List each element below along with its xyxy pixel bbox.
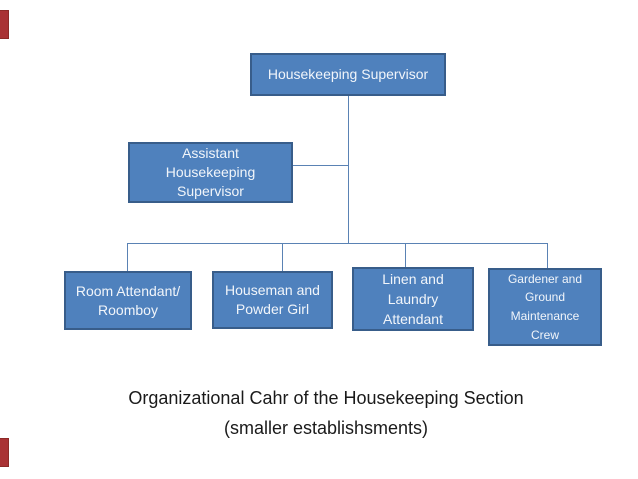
connector-assistant-branch bbox=[293, 165, 348, 166]
connector-drop-linen bbox=[405, 243, 406, 267]
red-edge-marker-top bbox=[0, 10, 9, 39]
chart-caption-line2: (smaller establishsments) bbox=[223, 418, 429, 438]
org-node-label: Room Attendant/ bbox=[75, 282, 181, 299]
chart-caption-line1: Organizational Cahr of the Housekeeping … bbox=[128, 388, 524, 408]
org-node-label: Ground bbox=[524, 290, 566, 305]
org-node-label: Roomboy bbox=[98, 301, 158, 318]
org-node-label: Maintenance bbox=[510, 309, 580, 323]
connector-distribution-bar bbox=[127, 243, 548, 244]
org-node-label: Supervisor bbox=[177, 182, 244, 199]
org-node-label: Assistant bbox=[182, 145, 239, 162]
red-edge-marker-bottom bbox=[0, 438, 9, 467]
connector-drop-houseman bbox=[282, 243, 283, 271]
org-node-label: Linen and bbox=[382, 270, 444, 287]
org-node-label: Laundry bbox=[387, 290, 439, 307]
org-node-room-attendant-roomboy: Room Attendant/ Roomboy bbox=[64, 271, 192, 330]
org-node-gardener-ground-maintenance-crew: Gardener and Ground Maintenance Crew bbox=[488, 268, 602, 346]
connector-drop-room-attendant bbox=[127, 243, 128, 271]
org-node-housekeeping-supervisor: Housekeeping Supervisor bbox=[250, 53, 446, 96]
org-node-houseman-powder-girl: Houseman and Powder Girl bbox=[212, 271, 333, 329]
org-node-label: Crew bbox=[530, 327, 559, 342]
org-node-label: Houseman and bbox=[225, 282, 320, 299]
org-node-label: Gardener and bbox=[507, 271, 583, 286]
org-node-label: Housekeeping Supervisor bbox=[267, 66, 429, 83]
org-node-linen-laundry-attendant: Linen and Laundry Attendant bbox=[352, 267, 474, 331]
org-node-label: Housekeeping bbox=[165, 164, 256, 181]
org-node-label: Attendant bbox=[383, 311, 443, 328]
connector-supervisor-drop bbox=[348, 96, 349, 243]
org-node-assistant-housekeeping-supervisor: Assistant Housekeeping Supervisor bbox=[128, 142, 293, 203]
connector-drop-gardener bbox=[547, 243, 548, 268]
org-node-label: Powder Girl bbox=[235, 301, 310, 317]
